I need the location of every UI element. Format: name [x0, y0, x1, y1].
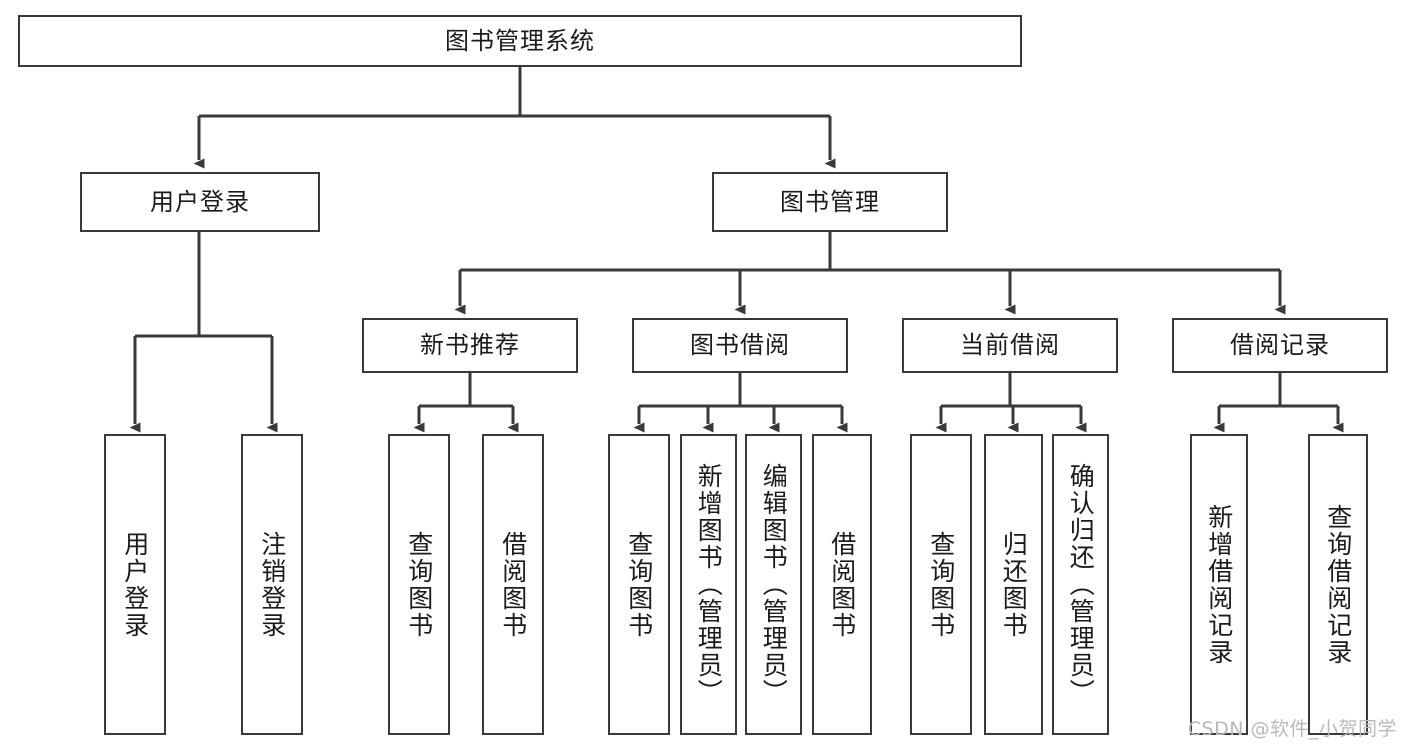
leaf-add-book-admin-label: 新增图书（管理员） [694, 463, 724, 706]
node-borrow-record-label: 借阅记录 [1230, 331, 1330, 360]
leaf-query-book-1[interactable]: 查询图书 [388, 434, 450, 735]
node-borrow-record[interactable]: 借阅记录 [1172, 318, 1388, 373]
node-current-borrow-label: 当前借阅 [960, 331, 1060, 360]
leaf-query-borrow-record[interactable]: 查询借阅记录 [1308, 434, 1368, 735]
leaf-user-login-label: 用户登录 [120, 530, 150, 639]
node-new-book-recommend-label: 新书推荐 [420, 331, 520, 360]
leaf-query-borrow-record-label: 查询借阅记录 [1323, 503, 1353, 666]
node-new-book-recommend[interactable]: 新书推荐 [362, 318, 578, 373]
watermark: CSDN @软件_小贺同学 [1187, 718, 1397, 740]
leaf-query-book-1-label: 查询图书 [404, 530, 434, 639]
node-current-borrow[interactable]: 当前借阅 [902, 318, 1118, 373]
leaf-add-borrow-record[interactable]: 新增借阅记录 [1190, 434, 1248, 735]
leaf-query-book-2[interactable]: 查询图书 [608, 434, 670, 735]
leaf-edit-book-admin[interactable]: 编辑图书（管理员） [745, 434, 802, 735]
node-user-login[interactable]: 用户登录 [80, 172, 320, 232]
leaf-borrow-book-2[interactable]: 借阅图书 [812, 434, 872, 735]
leaf-confirm-return-admin-label: 确认归还（管理员） [1066, 463, 1096, 706]
leaf-confirm-return-admin[interactable]: 确认归还（管理员） [1052, 434, 1109, 735]
node-root[interactable]: 图书管理系统 [18, 15, 1022, 67]
node-user-login-label: 用户登录 [150, 187, 250, 216]
leaf-add-book-admin[interactable]: 新增图书（管理员） [680, 434, 737, 735]
leaf-borrow-book-1-label: 借阅图书 [498, 530, 528, 639]
leaf-borrow-book-1[interactable]: 借阅图书 [482, 434, 544, 735]
leaf-return-book-label: 归还图书 [999, 530, 1029, 639]
node-book-management-label: 图书管理 [780, 187, 880, 216]
leaf-return-book[interactable]: 归还图书 [984, 434, 1043, 735]
leaf-add-borrow-record-label: 新增借阅记录 [1204, 503, 1234, 666]
leaf-logout-label: 注销登录 [257, 530, 287, 639]
leaf-edit-book-admin-label: 编辑图书（管理员） [759, 463, 789, 706]
leaf-query-book-3-label: 查询图书 [926, 530, 956, 639]
node-book-borrow-label: 图书借阅 [690, 331, 790, 360]
leaf-user-login[interactable]: 用户登录 [104, 434, 166, 735]
leaf-borrow-book-2-label: 借阅图书 [827, 530, 857, 639]
leaf-query-book-3[interactable]: 查询图书 [910, 434, 972, 735]
node-book-borrow[interactable]: 图书借阅 [632, 318, 848, 373]
node-root-label: 图书管理系统 [445, 26, 595, 55]
node-book-management[interactable]: 图书管理 [712, 172, 948, 232]
leaf-query-book-2-label: 查询图书 [624, 530, 654, 639]
leaf-logout[interactable]: 注销登录 [241, 434, 303, 735]
